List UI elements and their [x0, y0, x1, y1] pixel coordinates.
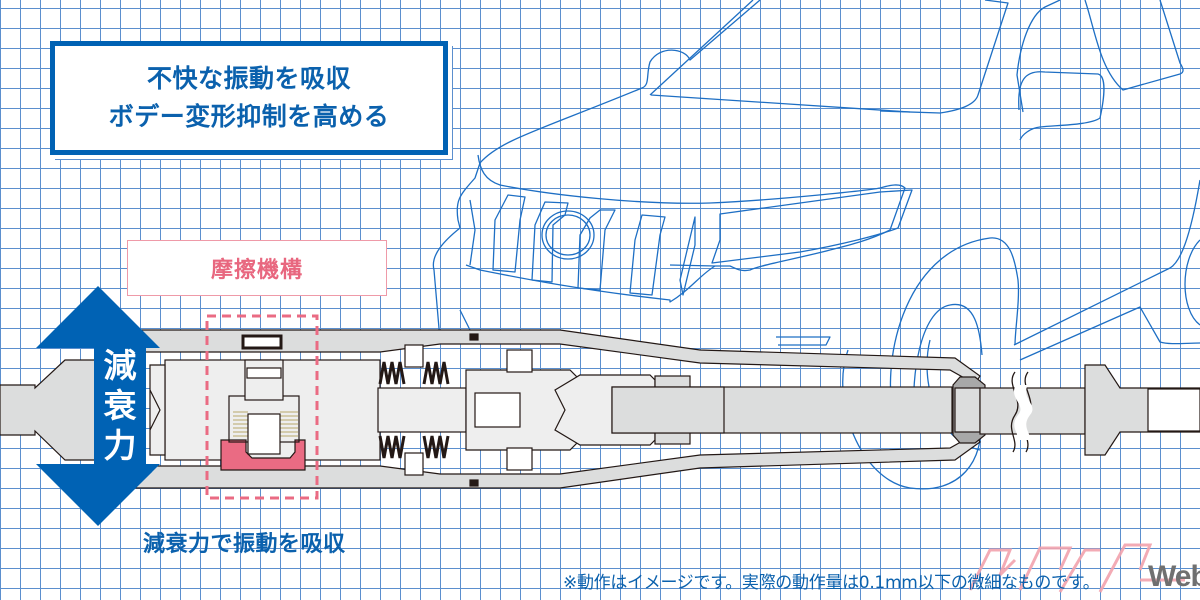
mount-block-top: [469, 333, 479, 341]
friction-mechanism-label: 摩擦機構: [127, 240, 387, 296]
damping-arrow-head-bottom: [36, 464, 160, 526]
car-hood-line: [479, 0, 761, 164]
right-rod-tip: [1147, 388, 1200, 432]
car-grille-bottom: [469, 199, 476, 266]
car-bumper-bottom: [465, 264, 716, 303]
car-grille-slat-4: [629, 214, 666, 296]
logo-mark: [968, 543, 1185, 593]
spring-collar-bottom: [404, 452, 424, 476]
friction-top-cap: [246, 367, 282, 379]
damping-char-2: 衰: [103, 386, 137, 425]
spring-upper: [378, 361, 450, 385]
piston-wedge-v: [149, 389, 161, 431]
yoke-pin: [474, 392, 521, 428]
bearing-bottom: [506, 447, 533, 471]
piston-wedge: [149, 364, 166, 456]
spring-lower: [378, 435, 450, 459]
rod-bushing-inner: [954, 387, 981, 433]
car-headlight: [711, 189, 913, 264]
friction-top-block: [244, 359, 284, 401]
headline-box: 不快な振動を吸収 ボデー変形抑制を高める: [50, 41, 448, 155]
friction-pad: [220, 439, 306, 471]
car-front-wheel-arch: [889, 237, 1020, 421]
mount-block-bottom: [469, 479, 479, 487]
friction-mechanism-text: 摩擦機構: [210, 258, 303, 283]
car-rear-wheel: [1184, 239, 1200, 326]
friction-highlight-dashed: [205, 314, 319, 500]
bearing-top: [506, 349, 533, 373]
damping-char-1: 減: [103, 346, 137, 385]
car-side-sill: [1013, 179, 1200, 346]
car-lower-body-left: [776, 336, 831, 346]
main-rod-sleeve: [611, 386, 725, 434]
damping-arrow-shaft: [94, 346, 146, 466]
friction-core: [247, 413, 281, 455]
car-a-pillar: [649, 0, 754, 96]
headline-line-2: ボデー変形抑制を高める: [108, 102, 390, 131]
spring-collar-top: [404, 344, 424, 368]
car-bumper-top: [477, 154, 906, 272]
right-rod-end: [1084, 364, 1200, 456]
footnote: ※動作はイメージです。実際の動作量は0.1mm以下の微細なものです。: [563, 573, 1100, 593]
damping-char-3: 力: [103, 426, 137, 465]
damping-caption: 減衰力で振動を吸収: [143, 532, 346, 557]
car-side-mirror: [1018, 71, 1105, 141]
car-grille-slat-1: [492, 194, 526, 273]
logo-web-suffix: Web: [1148, 560, 1200, 593]
friction-plates: [233, 411, 298, 437]
car-outline: [432, 0, 1200, 490]
friction-clamp: [241, 334, 283, 350]
damping-force-vertical-label: 減 衰 力: [98, 346, 142, 466]
break-mark-gap: [1013, 385, 1033, 440]
damping-arrow-head-top: [36, 286, 160, 348]
headline-line-1: 不快な振動を吸収: [146, 64, 351, 93]
left-rod-end: [0, 359, 101, 461]
car-door-pillar: [1084, 0, 1184, 91]
damper-assembly: [0, 329, 1200, 489]
car-side-lower: [1019, 306, 1200, 361]
car-a-pillar-right: [1016, 0, 1061, 113]
car-emblem-outer: [541, 210, 595, 260]
car-grille-slat-5: [679, 216, 696, 296]
car-windshield-frame: [879, 0, 1009, 114]
car-emblem-inner: [545, 214, 591, 256]
car-grille-slat-2: [531, 201, 569, 283]
car-front-wheel-inner: [913, 303, 983, 421]
car-hood-edge: [650, 94, 911, 113]
spring-guide-rod: [377, 387, 467, 433]
right-rod: [979, 387, 1086, 435]
car-front-face: [432, 162, 481, 341]
